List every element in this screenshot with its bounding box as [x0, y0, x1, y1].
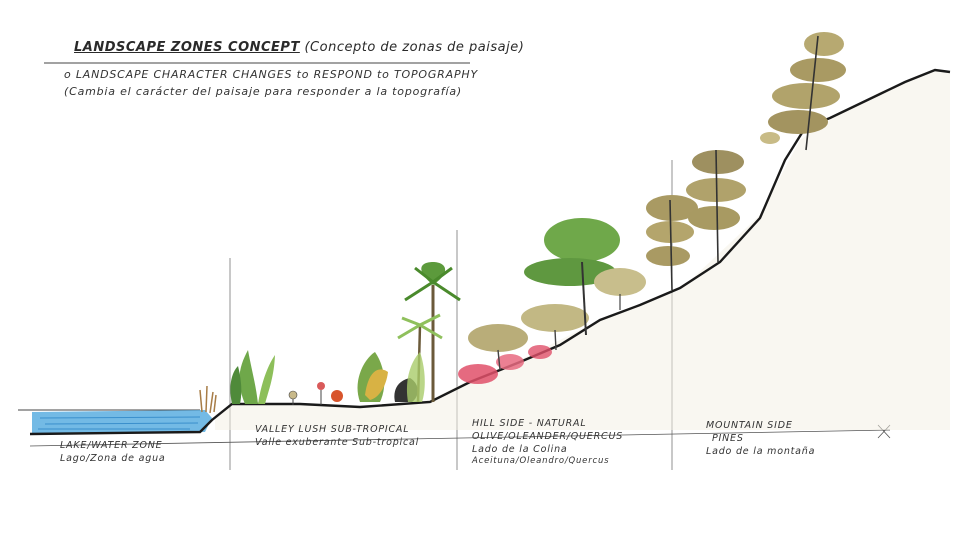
note-english: o LANDSCAPE CHARACTER CHANGES to RESPOND… [64, 68, 478, 81]
terrain-profile [29, 68, 951, 436]
zone-hillside-label: HILL SIDE - NATURAL OLIVE/OLEANDER/QUERC… [472, 418, 623, 468]
diagram-title: LANDSCAPE ZONES CONCEPT (Concepto de zon… [74, 40, 524, 55]
zone-hillside-en: HILL SIDE - NATURAL [472, 418, 587, 429]
terrain-fill [215, 70, 950, 430]
label-baseline [29, 429, 891, 447]
zone-lake-en: LAKE/WATER ZONE [60, 440, 163, 451]
hillside-plants [458, 218, 646, 384]
water-hatching [38, 416, 201, 430]
zone-lake-es: Lago/Zona de agua [60, 452, 166, 464]
title-english: LANDSCAPE ZONES CONCEPT [74, 40, 300, 55]
zone-mountain-en: MOUNTAIN SIDE [706, 420, 793, 431]
zone-hillside-es: Lado de la Colina [472, 443, 568, 455]
reeds [199, 385, 217, 414]
zone-valley-label: VALLEY LUSH SUB-TROPICAL Valle exuberant… [255, 424, 419, 450]
mountain-pines [646, 32, 846, 291]
zone-mountain-label: MOUNTAIN SIDE PINES Lado de la montaña [706, 420, 815, 458]
title-spanish: (Concepto de zonas de paisaje) [304, 40, 525, 55]
note-spanish: (Cambia el carácter del paisaje para res… [64, 85, 462, 98]
zone-hillside-plants-es: Aceituna/Oleandro/Quercus [472, 456, 610, 467]
zone-lake-label: LAKE/WATER ZONE Lago/Zona de agua [60, 440, 166, 466]
lake-water [32, 410, 212, 434]
zone-mountain-plants: PINES [712, 432, 744, 444]
zone-hillside-plants: OLIVE/OLEANDER/QUERCUS [472, 430, 624, 442]
zone-mountain-es: Lado de la montaña [706, 445, 816, 457]
zone-valley-en: VALLEY LUSH SUB-TROPICAL [255, 424, 410, 435]
zone-valley-es: Valle exuberante Sub-tropical [255, 436, 420, 448]
valley-plants [230, 262, 461, 405]
